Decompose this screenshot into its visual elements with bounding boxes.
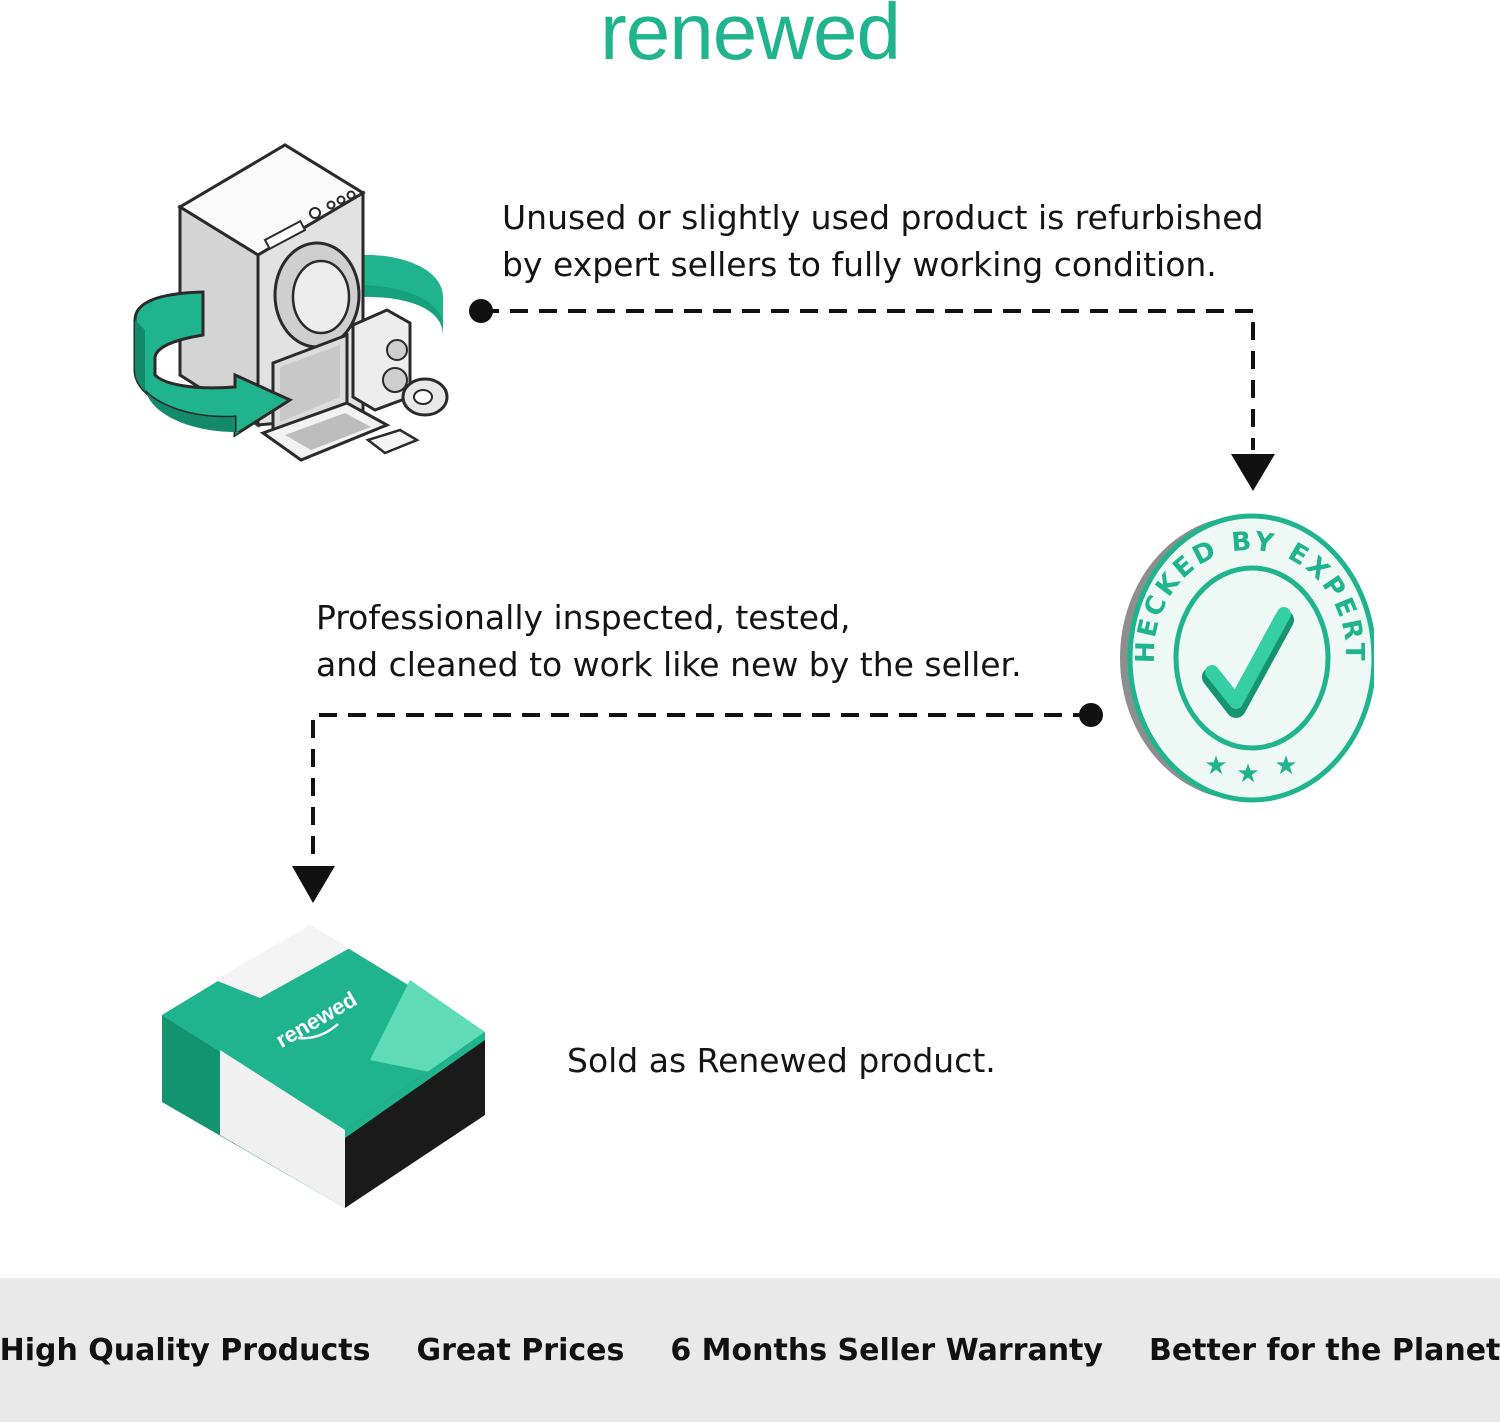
step-2-line-1: Professionally inspected, tested, [316,598,851,637]
step-3-text: Sold as Renewed product. [567,1037,996,1084]
connector-line-2 [311,713,1091,860]
connector-dot-1 [469,299,493,323]
svg-text:★: ★ [1236,759,1259,789]
feature-warranty: 6 Months Seller Warranty [670,1332,1103,1368]
svg-text:★: ★ [1274,751,1297,781]
feature-high-quality: High Quality Products [0,1332,371,1368]
arrowhead-down-1 [1231,454,1275,491]
connector-dot-2 [1079,703,1103,727]
connector-line-1 [481,309,1255,450]
step-1-line-1: Unused or slightly used product is refur… [502,198,1264,237]
feature-great-prices: Great Prices [416,1332,625,1368]
checked-by-experts-badge-icon: CHECKED BY EXPERTS ★ ★ ★ [1112,512,1374,803]
step-2-line-2: and cleaned to work like new by the sell… [316,645,1022,684]
step-2-text: Professionally inspected, tested, and cl… [316,594,1022,688]
feature-planet: Better for the Planet [1148,1332,1500,1368]
brand-title: renewed [600,0,901,76]
svg-text:★: ★ [1204,751,1227,781]
appliances-refurbish-icon [133,143,449,462]
step-1-line-2: by expert sellers to fully working condi… [502,245,1217,284]
renewed-box-icon: renewed [162,925,485,1208]
features-bar: High Quality Products Great Prices 6 Mon… [0,1278,1500,1422]
step-1-text: Unused or slightly used product is refur… [502,194,1264,288]
step-3-line-1: Sold as Renewed product. [567,1041,996,1080]
flow-connectors [292,299,1275,903]
arrowhead-down-2 [292,866,335,903]
